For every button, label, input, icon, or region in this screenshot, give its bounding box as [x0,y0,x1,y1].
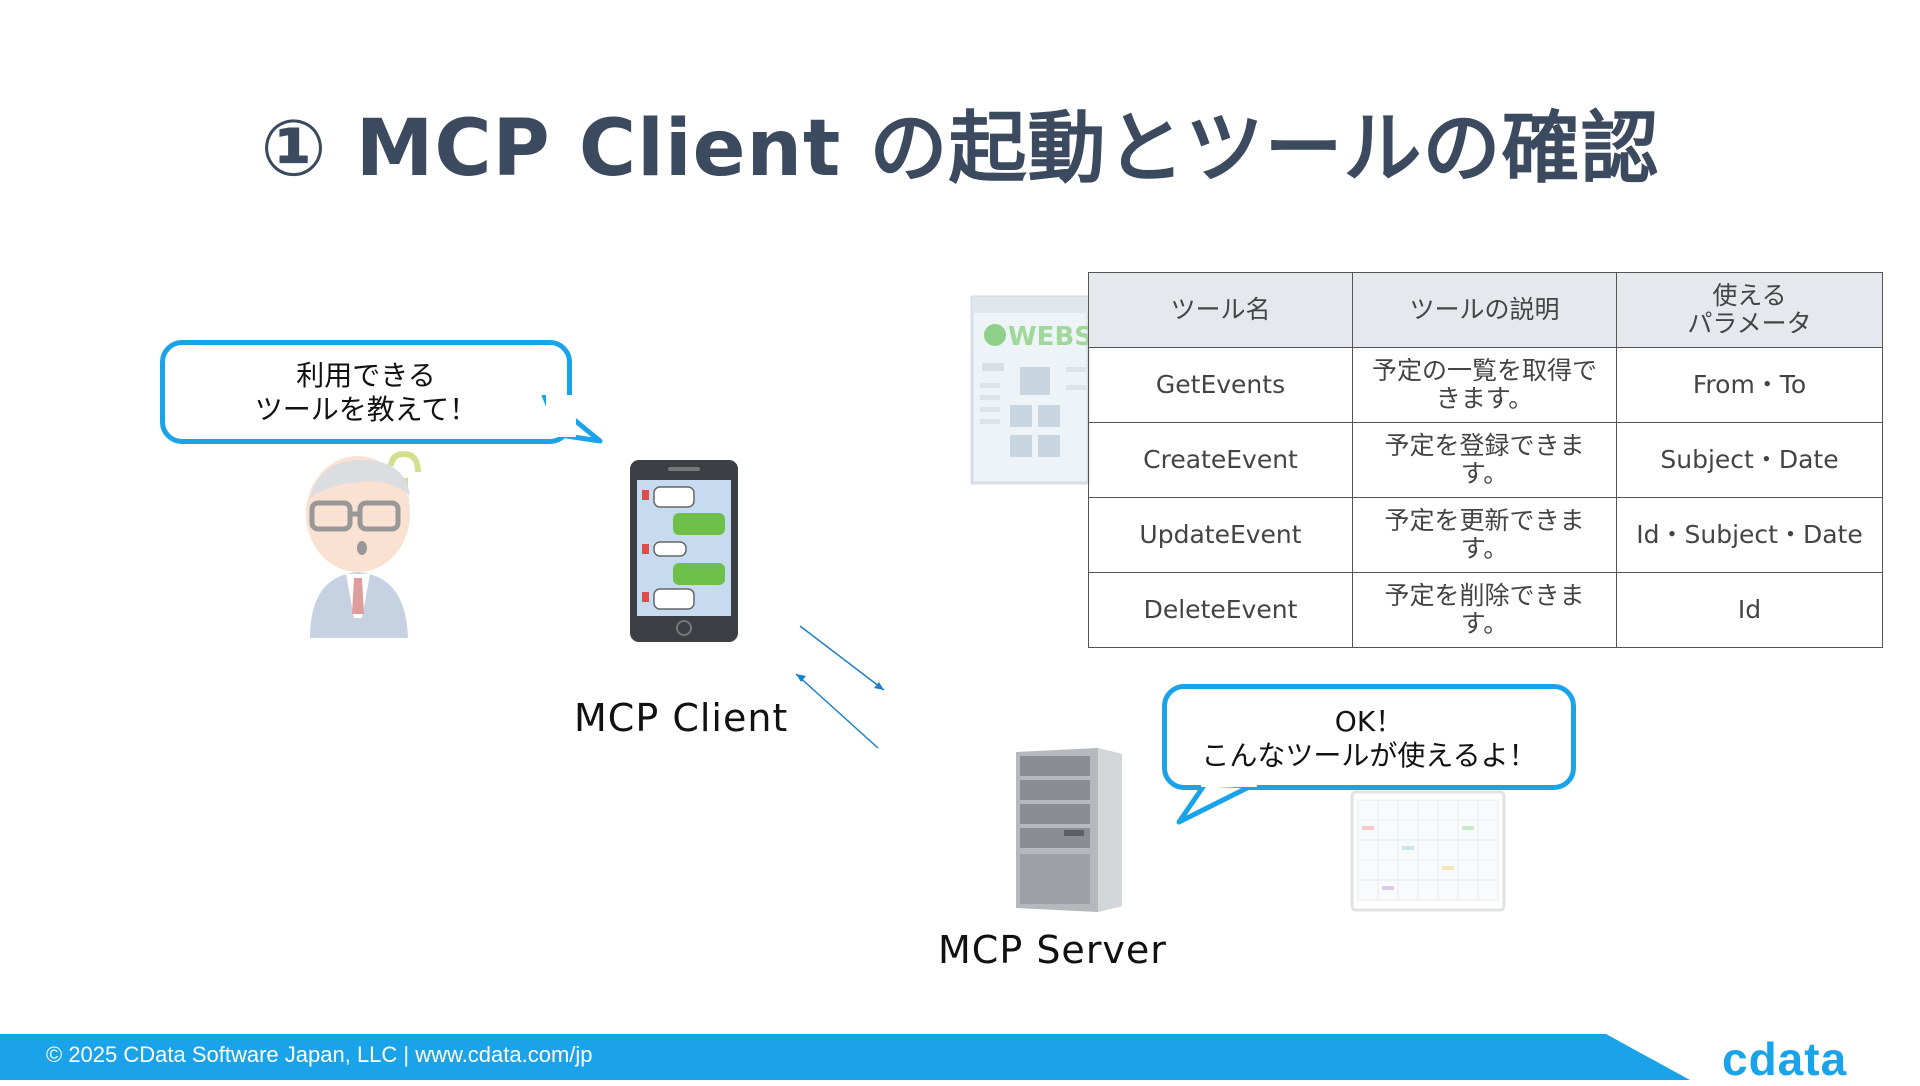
server-bubble-line-2: こんなツールが使えるよ！ [1201,739,1537,772]
table-row: GetEvents 予定の一覧を取得で きます。 From・To [1088,347,1883,423]
tool-description-cell: 予定を登録できます。 [1352,422,1617,498]
mcp-server-label: MCP Server [938,928,1167,972]
table-row: CreateEvent 予定を登録できます。 Subject・Date [1088,422,1883,498]
tool-parameters-cell: Id [1616,572,1883,648]
tools-table: ツール名 ツールの説明 使える パラメータ GetEvents 予定の一覧を取得… [1088,272,1883,648]
tool-parameters-cell: Id・Subject・Date [1616,497,1883,573]
mcp-client-label: MCP Client [574,696,789,740]
user-bubble-line-1: 利用できる [296,359,436,392]
table-row: DeleteEvent 予定を削除できます。 Id [1088,572,1883,648]
website-logo-text: WEBS [1008,322,1090,352]
tool-description-cell: 予定の一覧を取得で きます。 [1352,347,1617,423]
server-bubble-line-1: OK！ [1334,705,1404,738]
header-tool-name: ツール名 [1088,272,1353,348]
user-bubble-tail [541,395,603,444]
table-header-row: ツール名 ツールの説明 使える パラメータ [1088,272,1883,348]
server-bubble-tail [1176,780,1257,825]
cdata-logo[interactable]: cdata [1722,1033,1848,1085]
footer-bar [0,1034,1690,1080]
server-illustration [1016,748,1122,912]
tool-description-cell: 予定を更新できます。 [1352,497,1617,573]
tool-parameters-cell: From・To [1616,347,1883,423]
calendar-illustration [1350,790,1506,912]
tool-name-cell: UpdateEvent [1088,497,1353,573]
server-speech-bubble: OK！ こんなツールが使えるよ！ [1162,684,1576,790]
user-bubble-line-2: ツールを教えて！ [254,393,478,426]
header-parameters: 使える パラメータ [1616,272,1883,348]
person-illustration [306,450,421,638]
header-tool-description: ツールの説明 [1352,272,1617,348]
tool-parameters-cell: Subject・Date [1616,422,1883,498]
page-title: ① MCP Client の起動とツールの確認 [260,104,1660,194]
tool-name-cell: DeleteEvent [1088,572,1353,648]
user-speech-bubble: 利用できる ツールを教えて！ [160,340,572,444]
request-arrow [795,625,885,749]
footer-copyright: © 2025 CData Software Japan, LLC | www.c… [46,1042,593,1067]
tool-name-cell: CreateEvent [1088,422,1353,498]
tool-name-cell: GetEvents [1088,347,1353,423]
table-row: UpdateEvent 予定を更新できます。 Id・Subject・Date [1088,497,1883,573]
website-illustration: WEBS [970,295,1090,485]
tool-description-cell: 予定を削除できます。 [1352,572,1617,648]
smartphone-illustration [630,460,738,642]
